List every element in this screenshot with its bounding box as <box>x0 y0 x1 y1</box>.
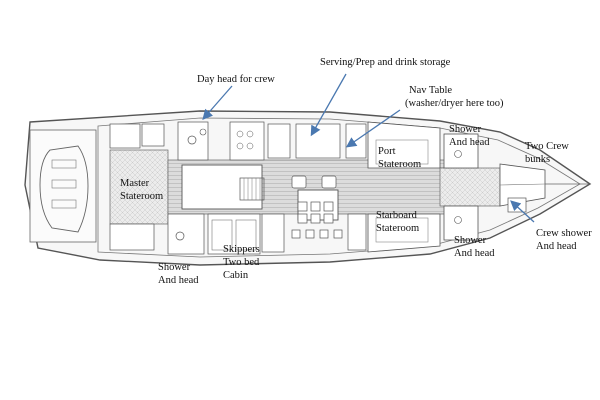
crew-bunk-divider <box>499 183 546 186</box>
forward-heads <box>443 133 479 241</box>
dining-chairs <box>291 201 343 239</box>
forward-floor <box>439 167 501 207</box>
day-head-sink <box>199 128 207 136</box>
arrow-crew-shower <box>510 200 535 223</box>
starboard-cabinetry <box>109 213 367 255</box>
crew-bunks <box>499 163 546 207</box>
label-starboard-stateroom: Starboard Stateroom <box>376 209 419 235</box>
dinghy-outline <box>39 145 89 233</box>
day-head-toilet <box>187 135 197 145</box>
label-shower-aft: Shower And head <box>158 261 199 287</box>
companionway-steps <box>243 178 261 200</box>
label-shower-fwd-line1: Shower <box>449 124 482 135</box>
arrow-serving <box>310 73 347 137</box>
label-shower-stbd-line2: And head <box>454 248 495 259</box>
label-nav-table-line1: Nav Table <box>409 85 453 96</box>
label-starboard-line1: Starboard <box>376 210 417 221</box>
arrow-day-head <box>202 85 233 120</box>
label-crew-shower: Crew shower And head <box>536 227 592 253</box>
label-shower-fwd-line2: And head <box>449 137 490 148</box>
skipper-bunks <box>211 219 257 251</box>
label-serving-prep: Serving/Prep and drink storage <box>320 56 450 69</box>
label-day-head: Day head for crew <box>197 73 275 86</box>
label-master: Master Stateroom <box>120 177 163 203</box>
label-serving-prep-text: Serving/Prep and drink storage <box>320 57 451 68</box>
label-starboard-line2: Stateroom <box>376 223 420 234</box>
label-crew-shower-line2: And head <box>536 241 577 252</box>
hull-inner-line <box>97 117 581 258</box>
label-nav-table: Nav Table (washer/dryer here too) <box>405 84 504 110</box>
label-skippers: Skippers Two bed Cabin <box>223 243 260 282</box>
galley-block <box>181 164 263 210</box>
label-nav-table-line2: (washer/dryer here too) <box>405 98 504 109</box>
label-port-stateroom: Port Stateroom <box>378 145 421 171</box>
label-skippers-line1: Skippers <box>223 244 260 255</box>
crew-head <box>507 197 527 213</box>
saloon-seats <box>291 175 337 189</box>
fwd-port-toilet <box>454 150 462 158</box>
label-master-line2: Stateroom <box>120 191 164 202</box>
label-skippers-line3: Cabin <box>223 270 249 281</box>
aft-head-toilet <box>175 231 185 241</box>
label-two-crew: Two Crew bunks <box>525 140 569 166</box>
arrow-nav-table <box>345 109 401 148</box>
label-port-line1: Port <box>378 146 396 157</box>
dinghy-seats <box>51 159 77 209</box>
label-skippers-line2: Two bed <box>223 257 260 268</box>
label-shower-fwd: Shower And head <box>449 123 490 149</box>
label-master-line1: Master <box>120 178 150 189</box>
galley-stove <box>236 130 254 150</box>
label-two-crew-line1: Two Crew <box>525 141 569 152</box>
fwd-stbd-toilet <box>454 216 462 224</box>
label-shower-aft-line1: Shower <box>158 262 191 273</box>
label-two-crew-line2: bunks <box>525 154 551 165</box>
label-shower-stbd-line1: Shower <box>454 235 487 246</box>
label-day-head-text: Day head for crew <box>197 74 275 85</box>
master-floor <box>109 149 169 225</box>
forward-berths <box>375 139 429 243</box>
label-shower-stbd: Shower And head <box>454 234 495 260</box>
swim-platform <box>29 129 97 243</box>
forward-staterooms <box>367 121 441 253</box>
leader-arrows <box>202 73 535 223</box>
label-port-line2: Stateroom <box>378 159 422 170</box>
port-cabinetry <box>109 121 367 161</box>
label-crew-shower-line1: Crew shower <box>536 228 592 239</box>
label-shower-aft-line2: And head <box>158 275 199 286</box>
